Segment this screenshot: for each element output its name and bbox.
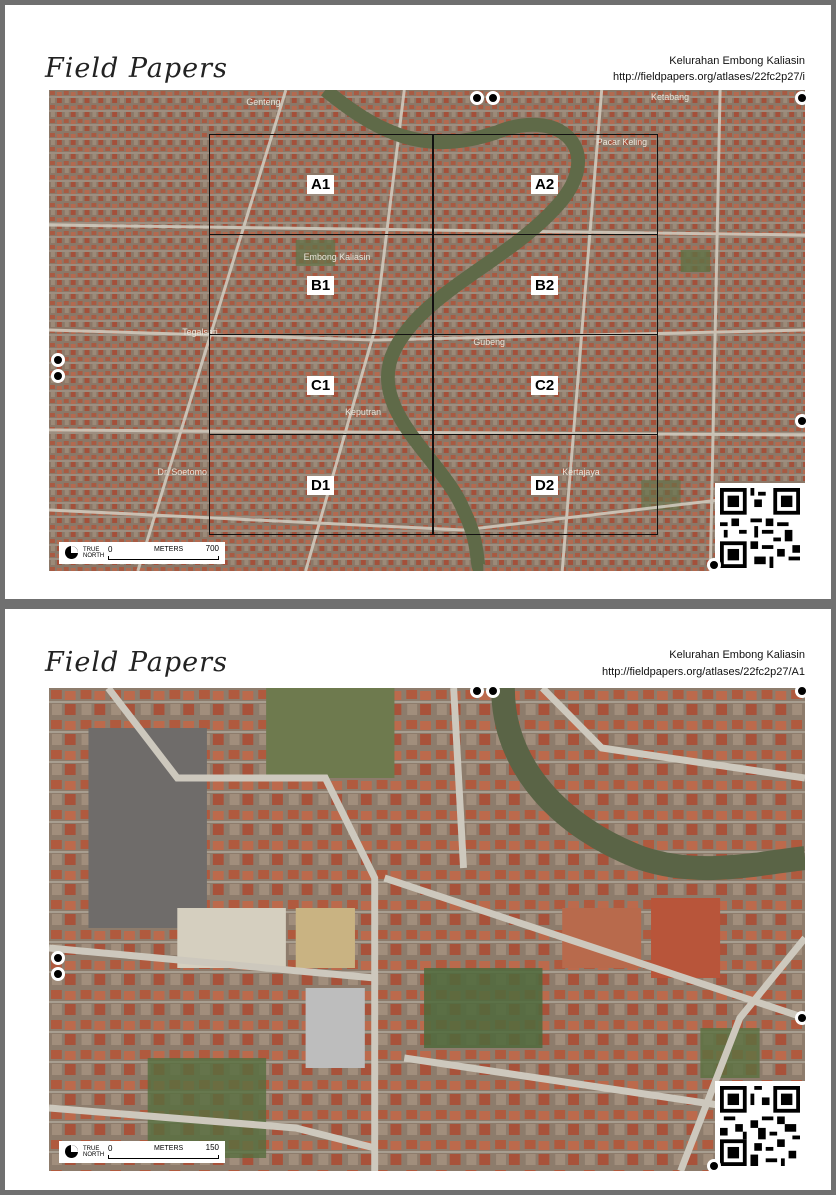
atlas-url: http://fieldpapers.org/atlases/22fc2p27/…	[612, 71, 805, 83]
atlas-overview-page: Field Papers Kelurahan Embong Kaliasin h…	[0, 0, 836, 604]
map-place-label: Tegalsari	[182, 327, 218, 337]
grid-cell-d1[interactable]	[209, 434, 433, 535]
registration-dot-icon	[486, 91, 500, 105]
registration-dot-icon	[51, 967, 65, 981]
registration-dot-icon	[470, 91, 484, 105]
atlas-page-a1: Field Papers Kelurahan Embong Kaliasin h…	[0, 604, 836, 1195]
grid-label-b2: B2	[531, 276, 559, 295]
grid-label-c2: C2	[531, 376, 559, 395]
registration-dot-icon	[486, 684, 500, 698]
registration-dot-icon	[795, 414, 809, 428]
scale-units: METERS	[154, 1145, 184, 1152]
registration-dot-icon	[707, 1159, 721, 1173]
map-place-label: Keputran	[345, 407, 381, 417]
grid-label-d1: D1	[307, 476, 335, 495]
map-place-label: Gubeng	[473, 337, 505, 347]
map-place-label: Dr. Soetomo	[158, 467, 207, 477]
detail-map[interactable]: TRUE NORTH 0 METERS 150	[49, 688, 805, 1171]
place-title: Kelurahan Embong Kaliasin	[669, 55, 805, 67]
atlas-url: http://fieldpapers.org/atlases/22fc2p27/…	[601, 666, 805, 678]
place-title: Kelurahan Embong Kaliasin	[669, 649, 805, 661]
qr-code-icon	[715, 483, 805, 571]
grid-cell-d2[interactable]	[433, 434, 658, 535]
scale-units: METERS	[154, 546, 184, 553]
scale-min: 0	[108, 545, 113, 554]
grid-label-a1: A1	[307, 175, 335, 194]
registration-dot-icon	[470, 684, 484, 698]
scale-bar: TRUE NORTH 0 METERS 150	[59, 1141, 225, 1163]
map-place-label: Pacar Keling	[597, 137, 647, 147]
true-north-label: TRUE NORTH	[83, 547, 105, 559]
scale-min: 0	[108, 1144, 113, 1153]
registration-dot-icon	[795, 91, 809, 105]
scale-bar-line	[108, 1155, 219, 1159]
field-papers-logo: Field Papers	[45, 53, 228, 84]
true-north-icon	[65, 546, 78, 559]
registration-dot-icon	[795, 684, 809, 698]
registration-dot-icon	[51, 353, 65, 367]
qr-code-icon	[715, 1081, 805, 1171]
scale-bar: TRUE NORTH 0 METERS 700	[59, 542, 225, 564]
map-place-label: Genteng	[246, 97, 280, 107]
map-place-label: Ketabang	[651, 92, 689, 102]
grid-label-a2: A2	[531, 175, 559, 194]
field-papers-logo: Field Papers	[45, 647, 228, 678]
registration-dot-icon	[51, 369, 65, 383]
scale-bar-line	[108, 556, 219, 560]
registration-dot-icon	[51, 951, 65, 965]
map-place-label: Embong Kaliasin	[304, 252, 371, 262]
satellite-imagery	[49, 688, 805, 1171]
grid-label-c1: C1	[307, 376, 335, 395]
grid-label-b1: B1	[307, 276, 335, 295]
registration-dot-icon	[707, 558, 721, 572]
scale-max: 150	[205, 1143, 219, 1152]
scale-max: 700	[205, 544, 219, 553]
true-north-icon	[65, 1145, 78, 1158]
grid-label-d2: D2	[531, 476, 559, 495]
registration-dot-icon	[795, 1011, 809, 1025]
true-north-label: TRUE NORTH	[83, 1146, 105, 1158]
map-place-label: Kertajaya	[562, 467, 600, 477]
